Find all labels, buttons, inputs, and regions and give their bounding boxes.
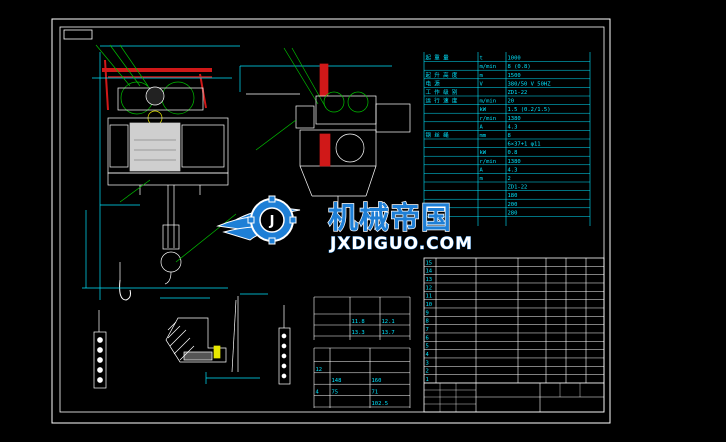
table-cell: 钢 丝 绳 <box>426 131 450 139</box>
params-table: 起 重 量 t 1000 m/min 8 (0.8) 起 升 高 度 m 1500 电 源 V 38… <box>423 52 591 226</box>
table-cell: 工 作 级 别 <box>426 88 458 96</box>
table-cell: V <box>480 81 484 87</box>
table-cell: 180 <box>508 193 518 199</box>
table-cell: A <box>480 167 484 173</box>
table-cell: 2 <box>508 176 511 182</box>
table-cell: 13 <box>426 277 433 283</box>
table-cell: kW <box>480 150 487 156</box>
table-cell: 13.3 <box>352 330 365 336</box>
table-cell: 380/50 V 50HZ <box>508 81 552 87</box>
watermark-url: JXDIGUO.COM <box>329 234 473 254</box>
table-cell: 4 <box>426 352 430 358</box>
table-cell: 15 <box>426 260 433 266</box>
table-cell: 9 <box>426 310 429 316</box>
hoist-side-view <box>239 47 411 212</box>
gear-icon: J <box>216 195 301 245</box>
table-cell: 160 <box>372 378 382 384</box>
table-cell: 1000 <box>508 56 521 62</box>
hoist-front-view <box>82 44 240 301</box>
table-cell: 20 <box>508 99 515 105</box>
table-cell: r/min <box>480 116 497 122</box>
table-cell: 6×37+1 φ11 <box>508 142 541 148</box>
table-cell: 13.7 <box>382 330 395 336</box>
table-cell: r/min <box>480 159 497 165</box>
table-cell: 1500 <box>508 73 521 79</box>
table-cell: 11 <box>426 294 433 300</box>
table-cell: 4.3 <box>508 167 518 173</box>
table-cell: t <box>480 56 483 62</box>
bottom-table: 12 148 160 4 75 71 102.5 <box>313 347 411 408</box>
table-cell: 6 <box>426 335 429 341</box>
watermark-title: 机械帝国 <box>328 201 452 236</box>
drawing-number-box <box>63 29 93 40</box>
table-cell: 起 重 量 <box>426 54 450 62</box>
outer-frame <box>51 18 611 424</box>
watermark-logo: J 机械帝国 JXDIGUO.COM <box>216 195 473 254</box>
table-cell: 3 <box>426 360 429 366</box>
table-cell: 2 <box>426 369 429 375</box>
table-cell: 75 <box>332 390 339 396</box>
table-cell: m/min <box>480 99 497 105</box>
table-cell: kW <box>480 107 487 113</box>
table-cell: m <box>480 73 484 79</box>
table-cell: 12 <box>316 367 323 373</box>
table-cell: m <box>480 176 484 182</box>
table-cell: 148 <box>332 378 342 384</box>
parts-list: 15 14 13 12 11 10 9 8 7 6 5 4 3 2 1 <box>423 257 605 413</box>
table-cell: 1380 <box>508 116 521 122</box>
table-cell: 200 <box>508 202 518 208</box>
table-cell: 10 <box>426 302 433 308</box>
section-detail <box>160 293 268 384</box>
table-cell: 11.8 <box>352 319 365 325</box>
weights-table: 11.8 12.1 13.3 13.7 <box>313 296 411 340</box>
table-cell: 71 <box>372 390 379 396</box>
table-cell: 4 <box>316 390 320 396</box>
table-cell: A <box>480 124 484 130</box>
table-cell: 起 升 高 度 <box>426 71 458 79</box>
pendant-left <box>93 310 107 389</box>
inner-frame <box>59 26 605 413</box>
table-cell: 1 <box>426 377 429 383</box>
table-cell: 1.5 (0.2/1.5) <box>508 107 551 113</box>
table-cell: 12 <box>426 285 433 291</box>
table-cell: 14 <box>426 269 433 275</box>
table-cell: mm <box>480 133 487 139</box>
table-cell: 5 <box>426 344 429 350</box>
table-cell: 7 <box>426 327 429 333</box>
table-cell: 1380 <box>508 159 521 165</box>
svg-text:J: J <box>269 214 275 229</box>
table-cell: 运 行 速 度 <box>426 97 458 105</box>
table-cell: 102.5 <box>372 401 389 407</box>
table-cell: ZD1-22 <box>508 90 528 96</box>
table-cell: 4.3 <box>508 124 518 130</box>
table-cell: 电 源 <box>426 79 441 87</box>
table-cell: 8 <box>426 319 429 325</box>
table-cell: 8 (0.8) <box>508 64 531 70</box>
pendant-right <box>278 305 291 385</box>
table-cell: 8 <box>508 133 511 139</box>
table-cell: 12.1 <box>382 319 395 325</box>
table-cell: ZD1-22 <box>508 185 528 191</box>
table-cell: m/min <box>480 64 497 70</box>
table-cell: 280 <box>508 210 518 216</box>
table-cell: 0.8 <box>508 150 518 156</box>
